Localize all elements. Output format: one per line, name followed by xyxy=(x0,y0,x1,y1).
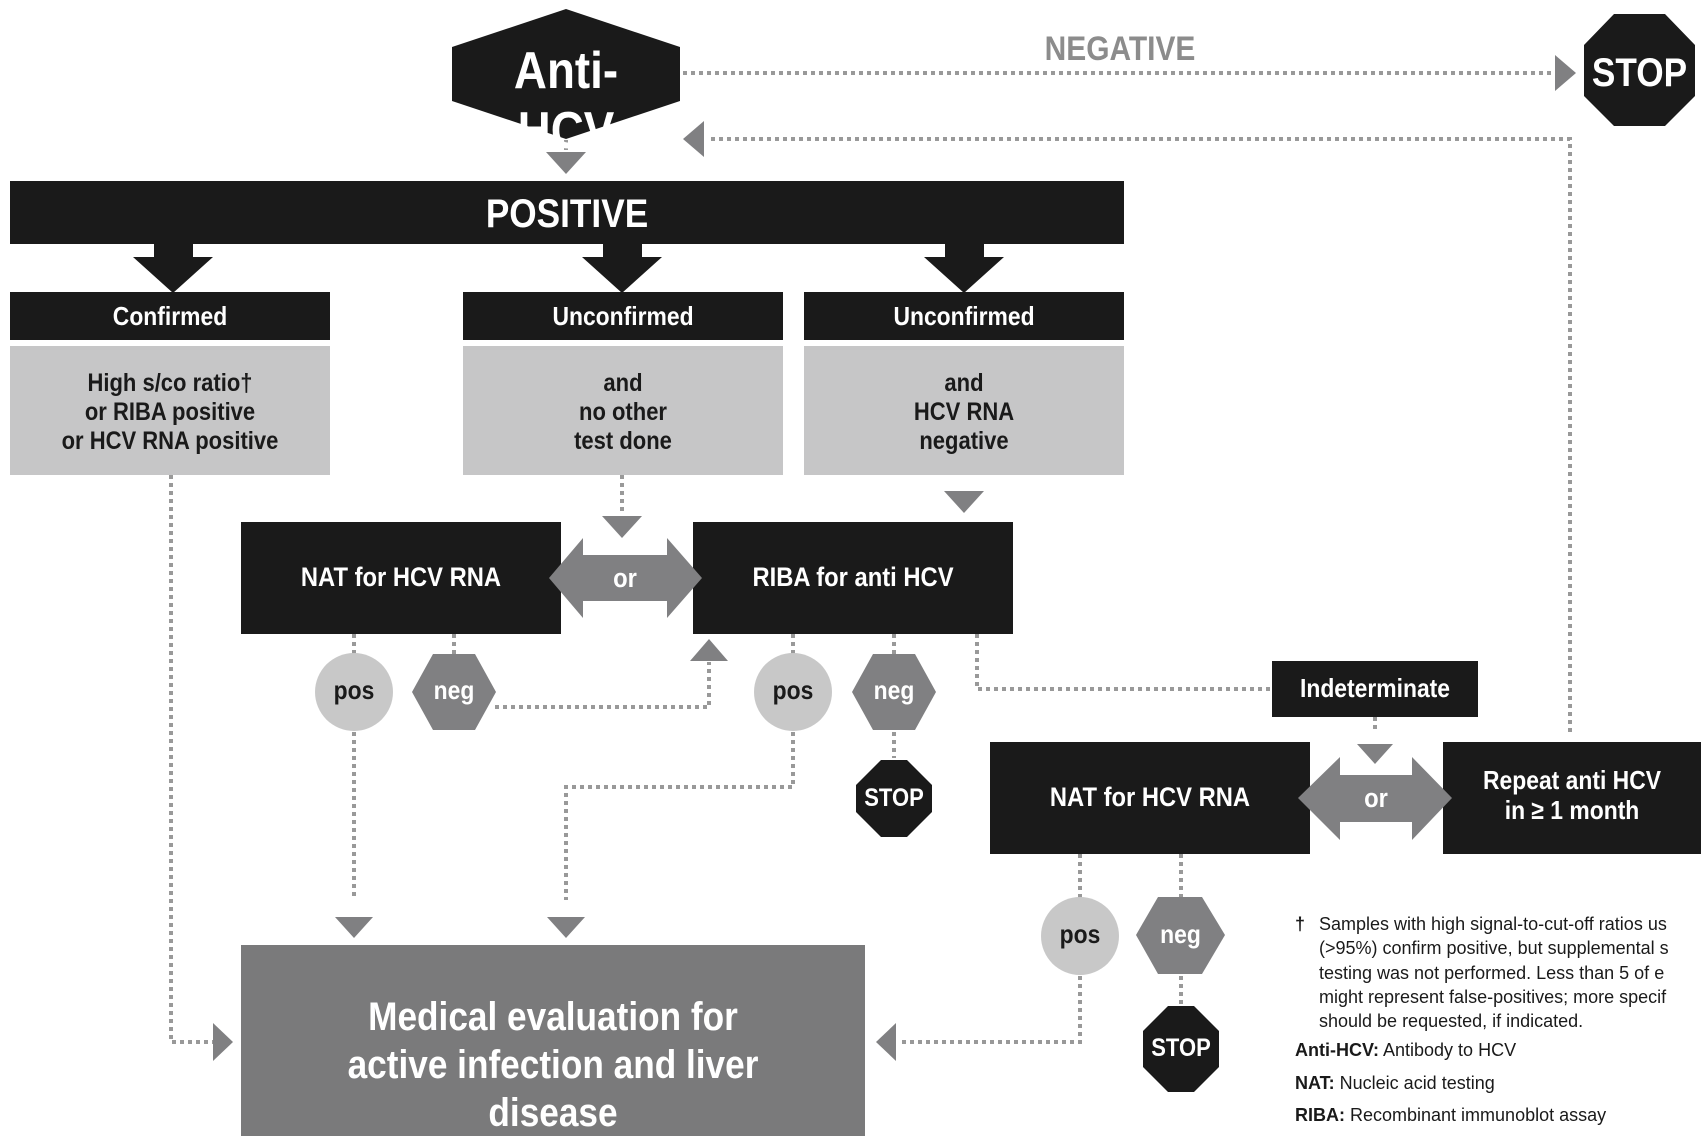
unconfirmed-a-body: and no other test done xyxy=(574,369,672,455)
nat2-pos-label: pos xyxy=(1059,919,1101,949)
or-1-label: or xyxy=(613,563,637,593)
abbreviation-definition: Recombinant immunoblot assay xyxy=(1345,1105,1607,1125)
nat2-stop-octagon xyxy=(1143,1006,1219,1092)
abbreviation-nat: NAT: Nucleic acid testing xyxy=(1295,1073,1495,1094)
nat2-box xyxy=(990,742,1310,854)
unconfirmed-b-header: Unconfirmed xyxy=(893,301,1035,331)
unconfirmed-a-body-box xyxy=(463,346,783,475)
medical-evaluation-label: Medical evaluation for active infection … xyxy=(347,995,759,1135)
unconfirmed-b-header-box xyxy=(804,292,1124,340)
confirmed-header: Confirmed xyxy=(112,301,228,331)
riba-neg-label: neg xyxy=(873,675,915,705)
abbreviation-definition: Antibody to HCV xyxy=(1379,1040,1517,1060)
nat1-box xyxy=(241,522,561,634)
riba-label: RIBA for anti HCV xyxy=(752,562,954,592)
abbreviation-anti-hcv: Anti-HCV: Antibody to HCV xyxy=(1295,1040,1516,1061)
nat1-label: NAT for HCV RNA xyxy=(300,562,502,592)
nat2-stop-label: STOP xyxy=(1151,1034,1211,1062)
evaluation-arrowhead-side xyxy=(213,1023,233,1061)
footnote-text: Samples with high signal-to-cut-off rati… xyxy=(1319,912,1701,1033)
indeterminate-arrowhead xyxy=(1357,744,1393,764)
confirmed-body: High s/co ratio† or RIBA positive or HCV… xyxy=(61,369,279,455)
top-stop-label: STOP xyxy=(1591,51,1688,95)
nat1-pos-label: pos xyxy=(333,675,375,705)
repeat-loop-line xyxy=(708,137,1572,732)
nat1-neg-to-riba-line xyxy=(495,662,711,709)
indeterminate-box xyxy=(1272,661,1478,717)
nat2-pos-circle xyxy=(1041,897,1119,975)
riba-stop-octagon xyxy=(856,760,932,837)
or-double-arrow-2 xyxy=(1298,757,1452,840)
tests-arrowhead xyxy=(602,516,642,538)
nat2-neg-label: neg xyxy=(1160,919,1201,949)
nat1-pos-circle xyxy=(315,653,393,731)
rna-negative-arrowhead xyxy=(944,491,984,513)
riba-stop-label: STOP xyxy=(864,784,924,812)
riba-pos-to-evaluation-line xyxy=(564,732,795,900)
unconfirmed-b-down-arrow xyxy=(924,243,1004,293)
nat2-label: NAT for HCV RNA xyxy=(1049,782,1251,812)
nat2-pos-to-evaluation-line xyxy=(898,976,1082,1044)
riba-to-indeterminate-line xyxy=(975,634,1272,691)
evaluation-arrowhead-center xyxy=(547,917,585,938)
repeat-box xyxy=(1443,742,1701,854)
abbreviation-term: NAT: xyxy=(1295,1073,1335,1093)
repeat-loop-arrowhead xyxy=(683,121,704,157)
or-2-label: or xyxy=(1364,783,1388,813)
negative-arrowhead xyxy=(1555,55,1576,91)
unconfirmed-a-down-arrow xyxy=(582,243,662,293)
nat2-neg-hexagon xyxy=(1136,897,1225,974)
unconfirmed-b-body-box xyxy=(804,346,1124,475)
nat1-neg-label: neg xyxy=(433,675,475,705)
anti-hcv-hexagon xyxy=(452,9,680,139)
footnote-dagger: † xyxy=(1295,914,1306,934)
abbreviation-term: Anti-HCV: xyxy=(1295,1040,1379,1060)
confirmed-to-evaluation-line xyxy=(169,475,213,1044)
nat1-neg-hexagon xyxy=(412,654,496,730)
indeterminate-label: Indeterminate xyxy=(1299,673,1451,703)
riba-pos-circle xyxy=(754,653,832,731)
confirmed-header-box xyxy=(10,292,330,340)
medical-evaluation-box xyxy=(241,945,865,1136)
footnote-line: Samples with high signal-to-cut-off rati… xyxy=(1319,914,1667,934)
positive-arrowhead xyxy=(546,152,586,174)
top-stop-octagon xyxy=(1584,14,1695,126)
evaluation-arrowhead-left xyxy=(335,917,373,938)
footnote-line: testing was not performed. Less than 5 o… xyxy=(1319,962,1665,983)
unconfirmed-b-body: and HCV RNA negative xyxy=(913,369,1015,455)
footnote-line: should be requested, if indicated. xyxy=(1319,1011,1584,1032)
riba-up-arrowhead xyxy=(690,639,728,661)
confirmed-body-box xyxy=(10,346,330,475)
repeat-label: Repeat anti HCV in ≥ 1 month xyxy=(1482,765,1661,825)
abbreviation-term: RIBA: xyxy=(1295,1105,1345,1125)
anti-hcv-label: Anti-HCV xyxy=(513,42,619,160)
confirmed-down-arrow xyxy=(133,243,213,293)
positive-label: POSITIVE xyxy=(485,192,649,236)
abbreviation-riba: RIBA: Recombinant immunoblot assay xyxy=(1295,1105,1606,1126)
unconfirmed-a-header-box xyxy=(463,292,783,340)
riba-neg-hexagon xyxy=(852,654,936,730)
positive-bar xyxy=(10,181,1124,244)
or-double-arrow-1 xyxy=(549,538,702,618)
footnote: † Samples with high signal-to-cut-off ra… xyxy=(1295,912,1701,1033)
riba-pos-label: pos xyxy=(772,675,814,705)
footnote-line: might represent false-positives; more sp… xyxy=(1319,986,1667,1007)
riba-box xyxy=(693,522,1013,634)
evaluation-arrowhead-right xyxy=(876,1023,896,1061)
negative-label: NEGATIVE xyxy=(1044,30,1196,68)
unconfirmed-a-header: Unconfirmed xyxy=(552,301,694,331)
footnote-line: (>95%) confirm positive, but supplementa… xyxy=(1319,938,1669,959)
abbreviation-definition: Nucleic acid testing xyxy=(1334,1073,1495,1093)
